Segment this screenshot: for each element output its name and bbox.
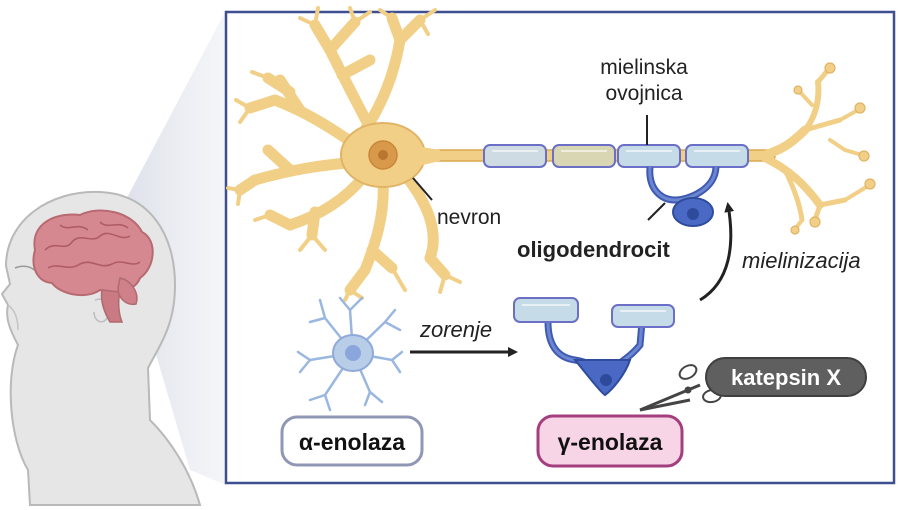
brain-icon <box>32 209 154 323</box>
oligodendrocyte-label: oligodendrocit <box>517 237 670 262</box>
myelination-label: mielinizacija <box>742 248 861 273</box>
zoom-wedge <box>118 10 226 485</box>
neuron <box>226 6 462 302</box>
myelination-arrow <box>699 202 735 302</box>
cathepsin-x-badge: katepsin X <box>705 357 867 397</box>
detail-panel <box>224 10 896 485</box>
gamma-enolase-label: γ-enolaza <box>558 429 663 455</box>
terminal-buttons <box>790 62 876 235</box>
myelin-label-line-1: mielinska <box>600 56 688 79</box>
precursor-cell <box>296 296 404 412</box>
neuron-label: nevron <box>437 206 501 229</box>
cathepsin-x-label: katepsin X <box>731 365 841 390</box>
alpha-enolase-label: α-enolaza <box>299 429 405 455</box>
myelin-label-line-2: ovojnica <box>605 82 682 105</box>
immature-oligodendrocyte <box>513 297 675 397</box>
oligo-leader <box>647 202 666 221</box>
gamma-enolase-badge: γ-enolaza <box>536 414 684 468</box>
axon-terminal <box>760 67 870 230</box>
alpha-enolase-badge: α-enolaza <box>280 415 424 467</box>
neuron-leader <box>412 177 433 201</box>
human-head-icon <box>0 190 202 506</box>
maturation-label: zorenje <box>419 317 492 342</box>
oligodendrocyte-cell <box>646 166 720 227</box>
